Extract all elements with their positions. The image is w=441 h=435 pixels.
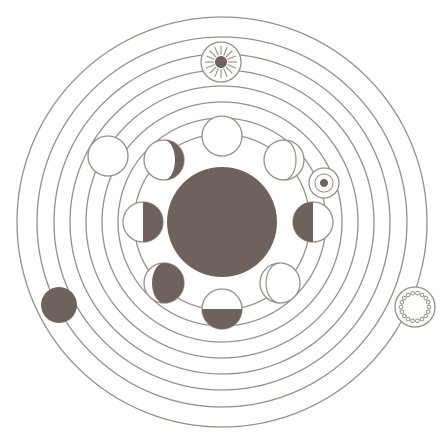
- moon-phase-last-quarter: [123, 202, 163, 242]
- outer-body-white: [88, 136, 128, 176]
- moon-phase-full: [202, 116, 242, 156]
- small-ringed-body: [309, 168, 339, 198]
- outer-body-dark: [41, 287, 77, 323]
- sun-right-icon: [395, 287, 435, 327]
- moon-phase-waning-gibbous: [144, 140, 184, 180]
- central-earth: [167, 167, 277, 277]
- moon-phase-new: [202, 289, 242, 329]
- moon-phase-waxing-gibbous: [264, 140, 304, 180]
- moon-phase-waxing-crescent: [260, 263, 300, 303]
- moon-phase-first-quarter: [293, 202, 333, 242]
- moon-phase-waning-crescent: [144, 263, 184, 303]
- sun-top-icon: [201, 42, 241, 82]
